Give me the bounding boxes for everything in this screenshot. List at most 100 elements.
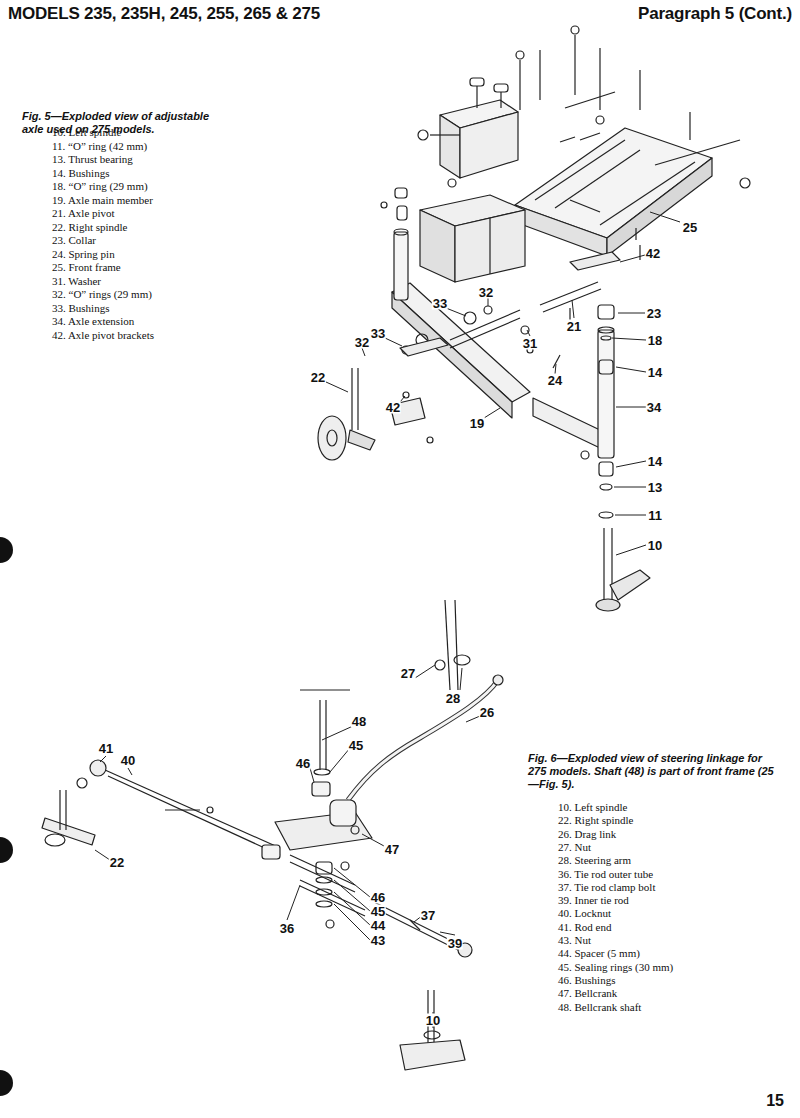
drawing-stroke xyxy=(440,115,460,178)
drawing-stroke xyxy=(596,116,604,124)
drawing-stroke xyxy=(616,545,646,555)
drawing-stroke xyxy=(334,904,370,940)
drawing-stroke xyxy=(334,892,370,925)
callout-number: 33 xyxy=(370,327,386,340)
callout-number: 34 xyxy=(646,401,662,414)
drawing-stroke xyxy=(348,680,498,800)
drawing-stroke xyxy=(424,1031,440,1039)
drawing-stroke xyxy=(460,668,462,690)
callout-number: 32 xyxy=(354,336,370,349)
parts-list-item: 22. Right spindle xyxy=(52,221,127,234)
parts-list-item: 18. “O” ring (29 mm) xyxy=(52,180,148,193)
drawing-stroke xyxy=(740,178,750,188)
drawing-stroke xyxy=(314,769,330,775)
callout-number: 32 xyxy=(478,286,494,299)
parts-list-item: 40. Locknut xyxy=(558,907,611,920)
drawing-stroke xyxy=(570,252,620,270)
drawing-stroke xyxy=(334,868,370,897)
drawing-stroke xyxy=(77,778,87,788)
drawing-stroke xyxy=(275,812,372,850)
drawing-stroke xyxy=(287,885,300,920)
drawing-stroke xyxy=(600,484,612,490)
drawing-stroke xyxy=(601,336,611,340)
drawing-stroke xyxy=(493,675,503,685)
drawing-stroke xyxy=(0,537,13,563)
drawing-stroke xyxy=(607,158,712,256)
page-header: MODELS 235, 235H, 245, 255, 265 & 275 xyxy=(8,4,320,24)
drawing-stroke xyxy=(464,312,476,324)
parts-list-item: 24. Spring pin xyxy=(52,248,115,261)
drawing-stroke xyxy=(527,330,530,336)
parts-list-item: 34. Axle extension xyxy=(52,315,134,328)
axle-pivot-parts xyxy=(400,252,620,368)
parts-list-item: 32. “O” rings (29 mm) xyxy=(52,288,152,301)
callout-number: 10 xyxy=(647,539,663,552)
axle-main-member xyxy=(392,188,530,418)
drawing-stroke xyxy=(560,137,575,142)
drawing-stroke xyxy=(598,327,614,333)
drawing-stroke xyxy=(599,48,600,110)
drawing-stroke xyxy=(326,920,334,928)
callout-number: 40 xyxy=(120,754,136,767)
drawing-stroke xyxy=(0,837,13,863)
drawing-stroke xyxy=(430,134,460,135)
bolts xyxy=(381,26,750,208)
drawing-stroke xyxy=(581,451,589,459)
drawing-stroke xyxy=(570,200,600,212)
drawing-stroke xyxy=(519,60,520,110)
drawing-stroke xyxy=(385,338,402,346)
spindles-fig6 xyxy=(42,790,465,1070)
parts-list-item: 26. Drag link xyxy=(558,828,616,841)
drawing-stroke xyxy=(618,313,645,314)
drawing-stroke xyxy=(454,655,470,665)
drawing-stroke xyxy=(325,700,326,770)
parts-list-item: 45. Sealing rings (30 mm) xyxy=(558,961,673,974)
parts-list-item: 46. Bushings xyxy=(558,974,615,987)
drawing-stroke xyxy=(616,407,646,408)
drawing-stroke xyxy=(362,834,384,846)
drawing-stroke xyxy=(397,206,407,220)
drawing-stroke xyxy=(533,398,600,448)
drawing-stroke xyxy=(427,437,433,443)
drawing-stroke xyxy=(330,748,350,772)
drawing-stroke xyxy=(45,834,65,846)
drawing-stroke xyxy=(599,512,613,518)
drawing-stroke xyxy=(42,818,95,845)
drawing-stroke xyxy=(415,665,435,678)
drawing-stroke xyxy=(348,430,375,450)
drawing-stroke xyxy=(455,600,458,690)
callout-number: 11 xyxy=(647,509,663,522)
callout-number: 27 xyxy=(400,667,416,680)
drawing-stroke xyxy=(326,382,348,392)
drawing-stroke xyxy=(571,26,579,34)
callout-number: 46 xyxy=(370,891,386,904)
axle-extension xyxy=(533,305,614,518)
drawing-stroke xyxy=(105,770,280,848)
frame-bracket-plate xyxy=(440,78,518,178)
drawing-stroke xyxy=(440,932,455,935)
drawing-stroke xyxy=(95,850,110,860)
callout-number: 41 xyxy=(98,742,114,755)
drawing-stroke xyxy=(555,150,640,208)
callout-number: 46 xyxy=(295,757,311,770)
callout-number: 13 xyxy=(647,481,663,494)
drawing-stroke xyxy=(460,112,518,178)
drawing-stroke xyxy=(100,756,106,762)
tie-rod xyxy=(77,760,472,957)
callout-number: 24 xyxy=(547,374,563,387)
drawing-stroke xyxy=(600,162,695,225)
drawing-stroke xyxy=(262,845,280,859)
drawing-stroke xyxy=(598,330,614,458)
drawing-stroke xyxy=(420,210,455,282)
callout-number: 21 xyxy=(566,320,582,333)
callout-number: 39 xyxy=(447,937,463,950)
parts-list-item: 42. Axle pivot brackets xyxy=(52,329,154,342)
page-number: 15 xyxy=(766,1092,784,1110)
drawing-stroke xyxy=(290,855,355,885)
bellcrank xyxy=(275,690,372,907)
drawing-stroke xyxy=(394,229,408,235)
drawing-stroke xyxy=(446,308,466,316)
parts-list-item: 10. Left spindle xyxy=(52,126,121,139)
drawing-stroke xyxy=(516,51,524,59)
drawing-stroke xyxy=(395,188,407,198)
